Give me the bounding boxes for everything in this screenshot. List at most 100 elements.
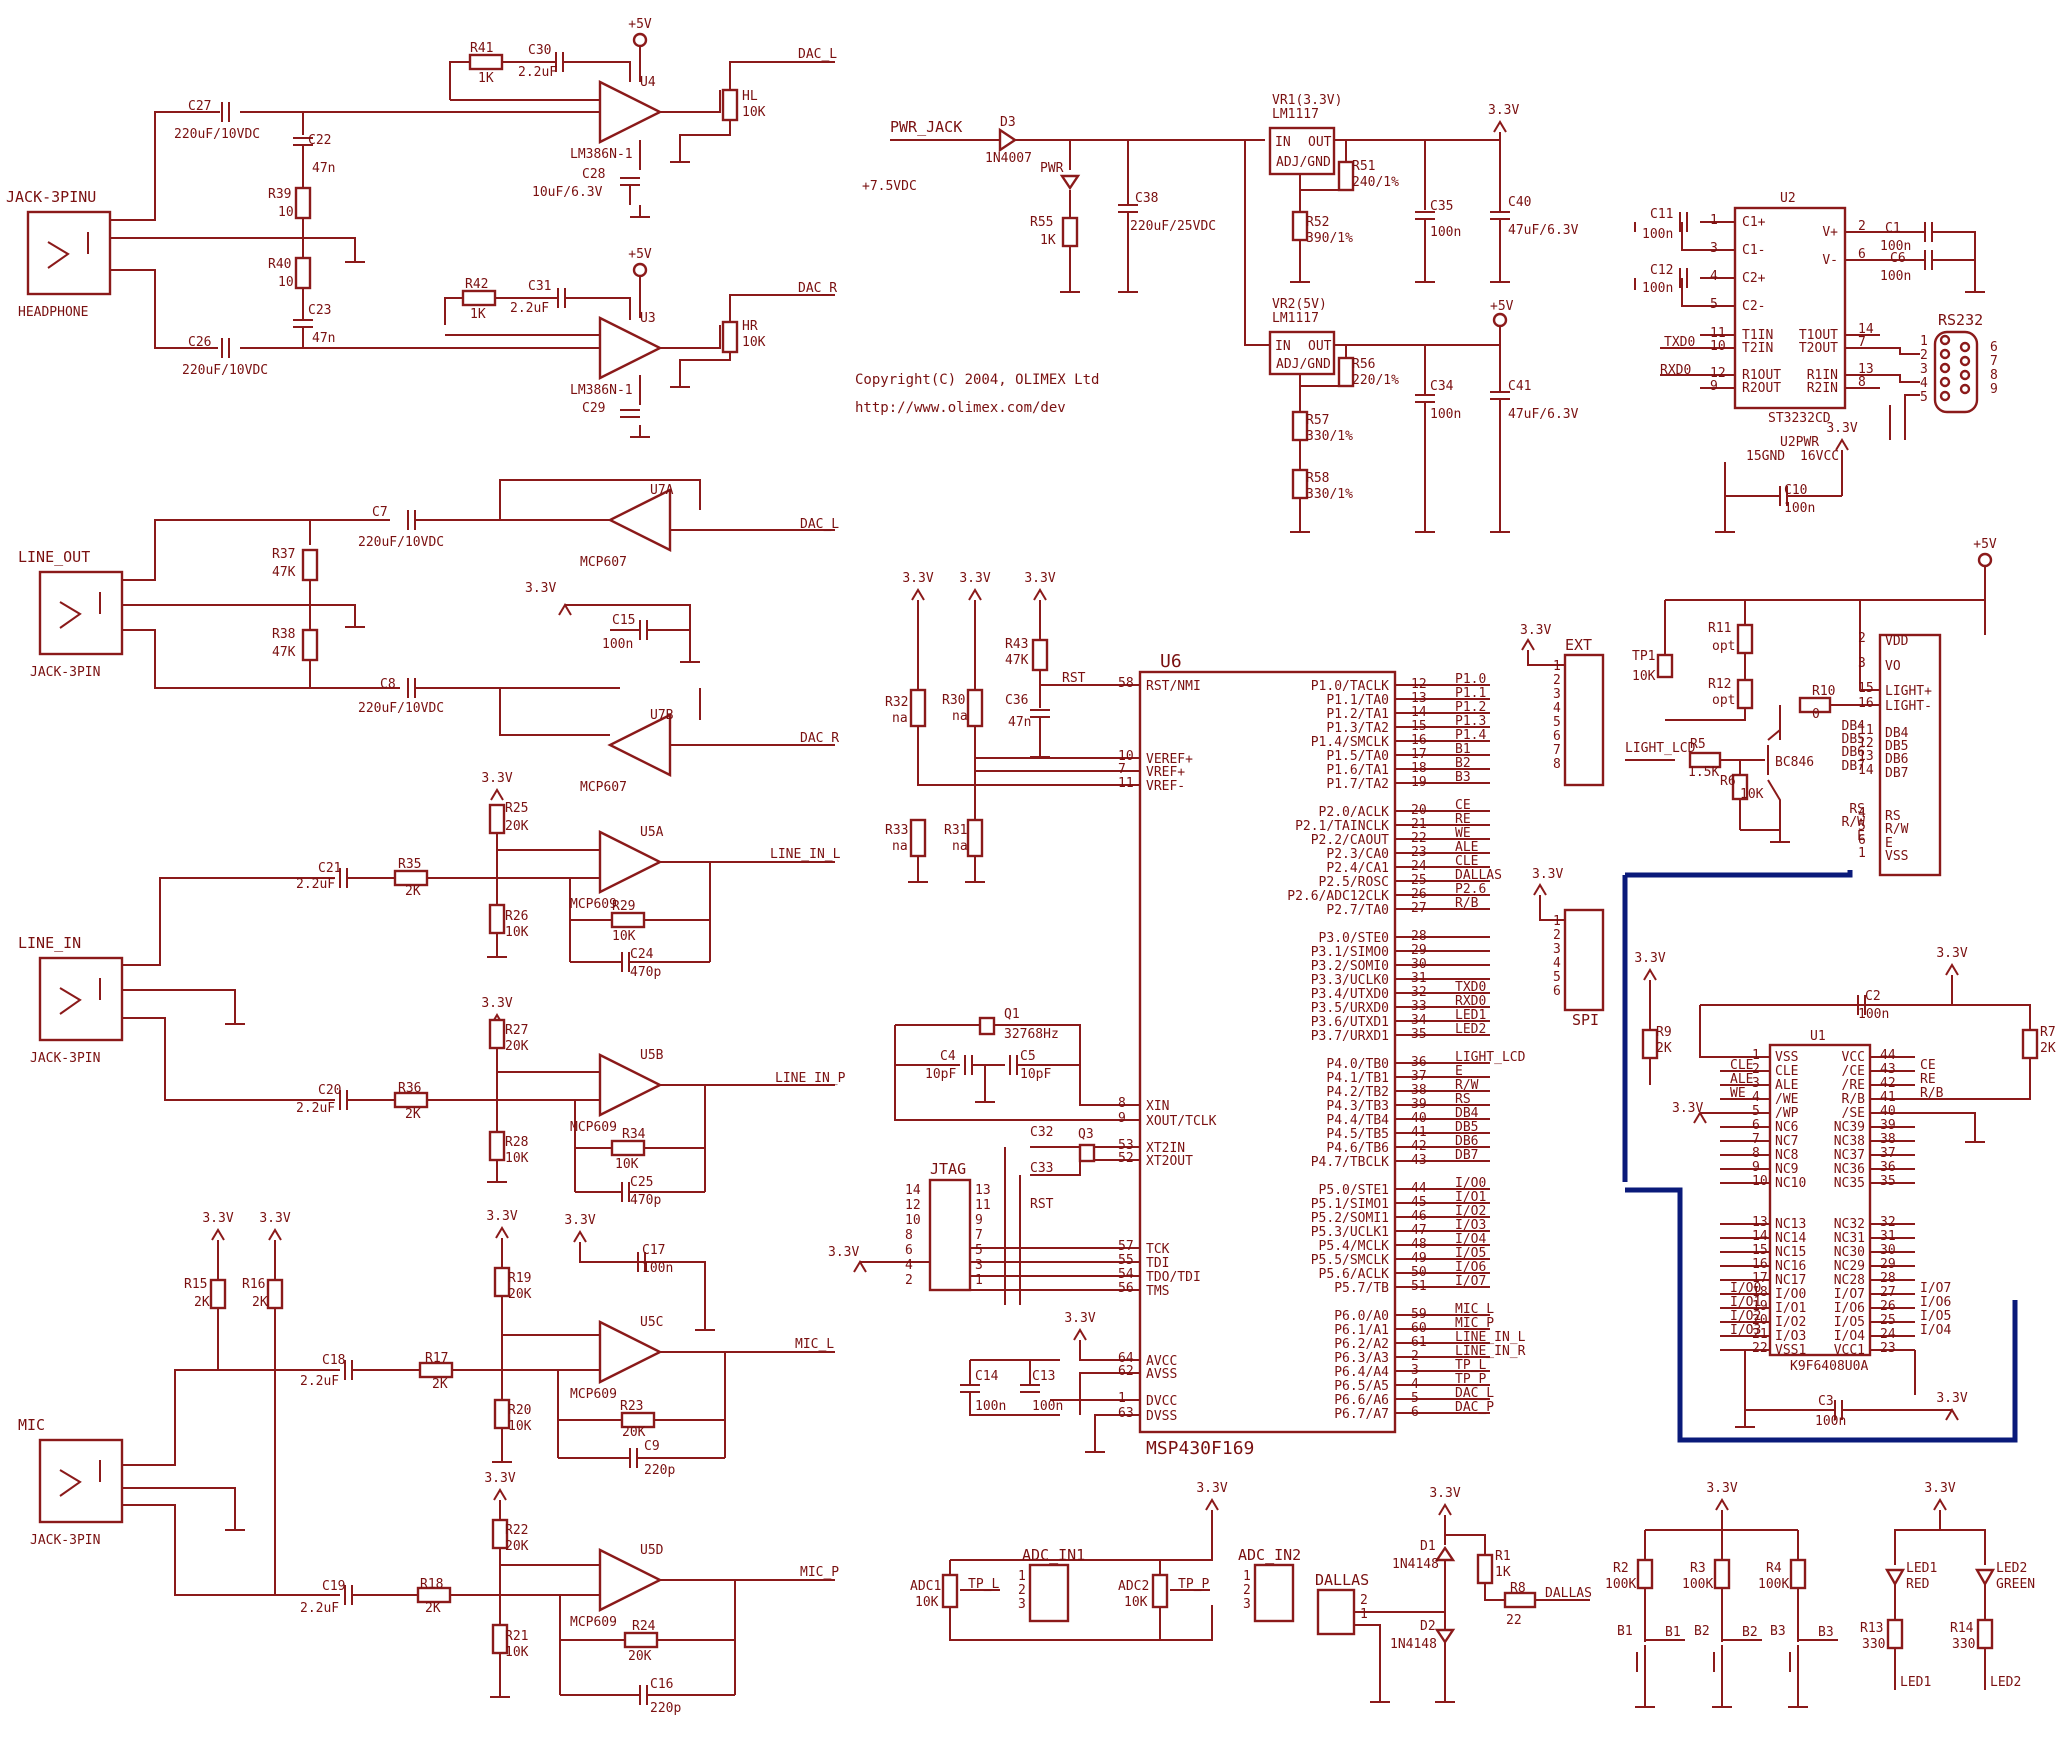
adc2-pin-number: 2 [1243,1583,1251,1598]
audio-jack-symbol [59,1469,82,1497]
db9-pin-number: 5 [1920,390,1928,405]
label-c18: C18 [322,1353,345,1368]
label-r31v: na [952,839,968,854]
wire [1445,1534,1486,1555]
resistor-symbol [1976,1618,1994,1650]
label-r35v: 2K [405,884,421,899]
wire [1880,374,1920,383]
opamp-symbol [607,488,672,552]
ext-pin-number: 3 [1553,687,1561,702]
flash-net-label: WE [1730,1086,1746,1101]
mcu-net-label: I/O4 [1455,1232,1486,1247]
flash-pin-name: NC8 [1775,1148,1798,1163]
flash-pin-name: NC38 [1834,1134,1865,1149]
flash-pin-number: 27 [1880,1285,1896,1300]
label-v33j: 3.3V [902,571,933,586]
label-c4v: 10pF [925,1067,956,1082]
label-r13v: 330 [1862,1637,1885,1652]
audio-jack-symbol [59,601,82,629]
label-c36v: 47n [1008,715,1031,730]
lcd-net-label: RS [1849,802,1865,817]
mcu-pin-number: 27 [1411,901,1427,916]
wire [110,269,218,349]
wire [1527,650,1565,666]
mcu-pin-name: RST/NMI [1146,679,1201,694]
label-c25v: 470p [630,1193,661,1208]
mcu-net-label: P1.2 [1455,700,1486,715]
rs232-pin-name: T1IN [1742,328,1773,343]
adc2-header-symbol [1253,1563,1295,1623]
flash-pin-name: NC31 [1834,1231,1865,1246]
label-c32: C32 [1030,1125,1053,1140]
label-r4: R4 [1766,1561,1782,1576]
supply-3v3: 3.3V [1488,103,1519,118]
label-r6: R6 [1720,774,1736,789]
label-c28: C28 [582,167,605,182]
audio-jack-symbol [38,1438,124,1524]
label-r9: R9 [1656,1025,1672,1040]
jtag-rst-net: RST [1030,1197,1054,1212]
mcu-net-label: P1.4 [1455,728,1486,743]
jtag-pin-number: 14 [905,1183,921,1198]
db9-pin-number: 8 [1990,368,1998,383]
wire [110,237,356,250]
supply-arrow [968,588,982,601]
flash-pin-name: VSS [1775,1050,1798,1065]
label-c16v: 220p [650,1701,681,1716]
flash-pin-number: 16 [1752,1257,1768,1272]
wire [1665,708,1746,721]
audio-jack-symbol [26,210,112,296]
rs232-pin-number: 5 [1710,297,1718,312]
resistor-symbol [488,1018,506,1050]
label-c41: C41 [1508,379,1531,394]
lcd-pin-number: 3 [1858,656,1866,671]
u2pwr-label: U2PWR [1780,435,1819,450]
wire [1859,600,1880,691]
lcd-pin-number: 14 [1858,763,1874,778]
opamp-part: MCP609 [570,1120,617,1135]
label-r34v: 10K [615,1157,639,1172]
rs232-pin-name: R2IN [1807,381,1838,396]
wire [122,519,390,581]
label-v33h: 3.3V [484,1471,515,1486]
rs232-pin-name: T2IN [1742,341,1773,356]
flash-pin-name: NC14 [1775,1231,1806,1246]
label-r37: R37 [272,547,295,562]
flash-pin-number: 43 [1880,1062,1896,1077]
label-adc2v: 10K [1124,1595,1148,1610]
flash-pin-number: 38 [1880,1132,1896,1147]
jtag-pin-number: 12 [905,1198,921,1213]
mcu-symbol [1138,670,1397,1434]
label-led2c: GREEN [1996,1577,2035,1592]
label-c13v: 100n [1032,1399,1063,1414]
mcu-pin-number: 21 [1411,817,1427,832]
wire [679,352,731,375]
label-r35: R35 [398,857,421,872]
wire [969,1392,1060,1416]
resistor-symbol [209,1278,227,1310]
flash-pin-number: 26 [1880,1299,1896,1314]
mcu-net-label: TP_L [1455,1358,1486,1373]
opamp-part: MCP609 [570,897,617,912]
label-b1n: B1 [1665,1625,1681,1640]
wire [894,1025,1110,1121]
mcu-pin-number: 47 [1411,1223,1427,1238]
mcu-pin-number: 38 [1411,1083,1427,1098]
rs232-pin-name: T2OUT [1799,341,1838,356]
label-c9v: 220p [644,1463,675,1478]
label-r4v: 100K [1758,1577,1789,1592]
rs232-pin-name: C2- [1742,299,1765,314]
label-adc1v: 10K [915,1595,939,1610]
audio-jack-symbol [59,987,82,1015]
mcu-pin-name: P5.5/SMCLK [1311,1253,1389,1268]
rs232-pin-name: R1IN [1807,368,1838,383]
mcu-pin-number: 41 [1411,1125,1427,1140]
website-link[interactable]: http://www.olimex.com/dev [855,400,1066,416]
wire [122,604,356,615]
label-c9: C9 [644,1439,660,1454]
wire [660,325,721,349]
label-r16: R16 [242,1277,265,1292]
flash-wp-supply: 3.3V [1672,1101,1703,1116]
flash-pin-name: VSS1 [1775,1343,1806,1358]
mcu-ref: U6 [1160,651,1182,672]
